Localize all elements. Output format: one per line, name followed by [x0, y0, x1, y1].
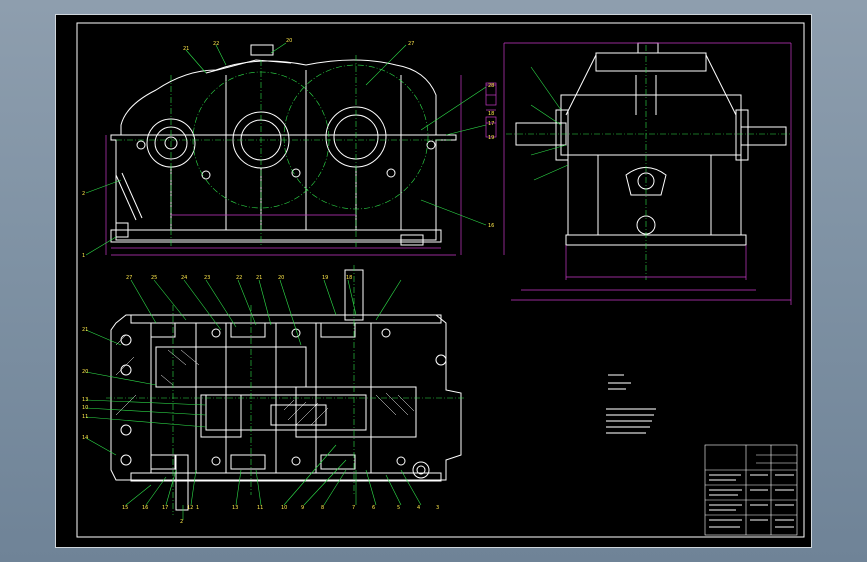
side-view: [515, 42, 787, 246]
part-balloon: 10: [82, 405, 88, 411]
part-balloon: 1: [82, 253, 85, 259]
plan-view-bottom-balloons: 15 16 17 12 13 11 10 9 8 7 6 5 4 3 2 1: [122, 505, 439, 525]
part-balloon: 15: [122, 505, 128, 511]
part-balloon: 17: [162, 505, 168, 511]
part-balloon: 16: [142, 505, 148, 511]
part-balloon: 5: [397, 505, 400, 511]
front-view-dimensions: [105, 75, 497, 256]
part-balloon: 1: [196, 505, 199, 511]
part-balloon: 14: [82, 435, 88, 441]
part-balloon: 28: [488, 83, 494, 89]
technical-notes-marks: [606, 374, 656, 434]
part-balloon: 13: [232, 505, 238, 511]
part-balloon: 20: [82, 369, 88, 375]
part-balloon: 4: [417, 505, 420, 511]
part-balloon: 17: [488, 121, 494, 127]
side-view-leaders: [530, 66, 569, 181]
part-balloon: 21: [82, 327, 88, 333]
part-balloon: 2: [180, 519, 183, 525]
part-balloon: 27: [126, 275, 132, 281]
part-balloon: 2: [82, 191, 85, 197]
part-balloon: 20: [286, 38, 292, 44]
side-view-dimensions: [503, 42, 792, 305]
part-balloon: 22: [213, 41, 219, 47]
plan-view-centerlines: [106, 265, 466, 515]
part-balloon: 11: [82, 414, 88, 420]
part-balloon: 18: [346, 275, 352, 281]
part-balloon: 21: [183, 46, 189, 52]
part-balloon: 16: [488, 223, 494, 229]
drawing-frame: [76, 22, 805, 538]
plan-view-top-balloons: 27 25 24 23 22 21 20 19 18: [126, 275, 352, 281]
plan-view: [110, 269, 462, 511]
part-balloon: 23: [204, 275, 210, 281]
part-balloon: 10: [281, 505, 287, 511]
part-balloon: 20: [278, 275, 284, 281]
plan-view-left-balloons: 21 20 13 10 11 14: [82, 327, 88, 441]
part-balloon: 19: [488, 135, 494, 141]
plan-view-leaders: [85, 279, 422, 520]
part-balloon: 3: [436, 505, 439, 511]
part-balloon: 7: [352, 505, 355, 511]
title-block: [704, 444, 798, 536]
part-balloon: 9: [301, 505, 304, 511]
part-balloon: 27: [408, 41, 414, 47]
title-block-text: [709, 474, 794, 528]
part-balloon: 6: [372, 505, 375, 511]
part-balloon: 12: [187, 505, 193, 511]
part-balloon: 22: [236, 275, 242, 281]
part-balloon: 19: [322, 275, 328, 281]
front-view-leaders: [85, 42, 487, 256]
part-balloon: 18: [488, 111, 494, 117]
part-balloon: 11: [257, 505, 263, 511]
plan-view-hatching: [115, 334, 415, 426]
part-balloon: 8: [321, 505, 324, 511]
side-view-centerlines: [506, 45, 791, 280]
part-balloon: 24: [181, 275, 187, 281]
part-balloon: 21: [256, 275, 262, 281]
part-balloon: 13: [82, 397, 88, 403]
part-balloon: 25: [151, 275, 157, 281]
